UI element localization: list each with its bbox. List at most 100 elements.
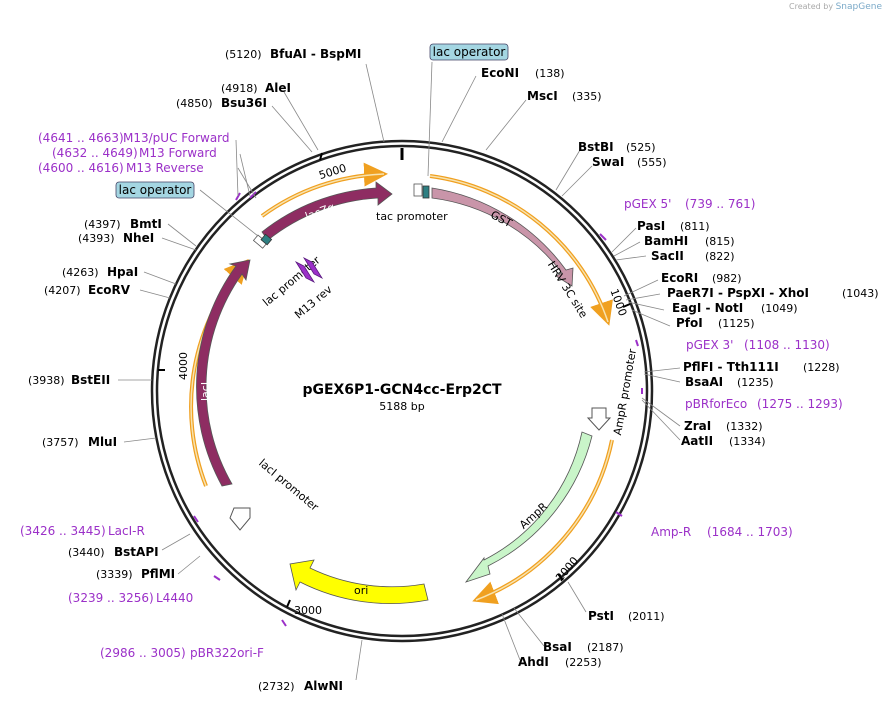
primer-pgex5[interactable]: pGEX 5' <box>624 197 671 211</box>
enzyme-bsai[interactable]: BsaI <box>543 640 572 654</box>
orf-arc-ampr-inner <box>475 439 613 601</box>
plasmid-length: 5188 bp <box>379 400 424 413</box>
backbone-inner <box>155 144 649 638</box>
enzyme-bsu36i[interactable]: Bsu36I <box>221 96 267 110</box>
primer-ampr[interactable]: Amp-R <box>651 525 691 539</box>
enzyme-sacii[interactable]: SacII <box>651 249 684 263</box>
enzyme-pos-ahdi: (2253) <box>565 656 602 669</box>
primer-pbr322ori[interactable]: pBR322ori-F <box>190 646 264 660</box>
primer-laci-r[interactable]: LacI-R <box>108 524 145 538</box>
enzyme-pfoi[interactable]: PfoI <box>676 316 703 330</box>
enzyme-pos-psti: (2011) <box>628 610 665 623</box>
enzyme-bsteii[interactable]: BstEII <box>71 373 110 387</box>
primer-pgex3[interactable]: pGEX 3' <box>686 338 733 352</box>
tick-3000: 3000 <box>294 604 322 617</box>
enzyme-pos-nhei: (4393) <box>78 232 115 245</box>
backbone-outer <box>150 139 654 643</box>
enzyme-pos-ecori: (982) <box>712 272 742 285</box>
enzyme-pos-ecorv: (4207) <box>44 284 81 297</box>
enzyme-msci[interactable]: MscI <box>527 89 558 103</box>
enzyme-pos-xhoi: (1043) <box>842 287 879 300</box>
lacz-feature[interactable] <box>261 181 393 241</box>
lac-operator-left-label: lac operator <box>119 183 192 197</box>
tac-promoter-mark[interactable] <box>413 183 423 197</box>
enzyme-alwni[interactable]: AlwNI <box>304 679 343 693</box>
enzyme-mlui[interactable]: MluI <box>88 435 117 449</box>
enzyme-ecori[interactable]: EcoRI <box>661 271 698 285</box>
m13-rev-label: M13 rev <box>292 283 335 322</box>
lac-operator-top-label: lac operator <box>433 45 506 59</box>
plasmid-name: pGEX6P1-GCN4cc-Erp2CT <box>302 382 502 398</box>
enzyme-pos-bfuai: (5120) <box>225 48 262 61</box>
enzyme-noti[interactable]: EagI - NotI <box>672 301 743 315</box>
ori-feature[interactable] <box>289 559 429 604</box>
enzyme-pos-sacii: (822) <box>705 250 735 263</box>
enzyme-swai[interactable]: SwaI <box>592 155 624 169</box>
enzyme-pflmi[interactable]: PflMI <box>141 567 175 581</box>
tick-1000-mark <box>622 303 631 308</box>
enzyme-pasi[interactable]: PasI <box>637 219 665 233</box>
ampr-promoter-label: AmpR promoter <box>611 347 639 436</box>
enzyme-pos-pfoi: (1125) <box>718 317 755 330</box>
created-by-badge: Created by SnapGene <box>789 2 882 12</box>
enzyme-bstapi[interactable]: BstAPI <box>114 545 159 559</box>
primer-mark-pbr322ori <box>281 619 287 627</box>
enzyme-econi[interactable]: EcoNI <box>481 66 519 80</box>
tick-4000: 4000 <box>177 352 190 380</box>
enzyme-alei[interactable]: AleI <box>265 81 291 95</box>
enzyme-tth111i[interactable]: PflFI - Tth111I <box>683 360 779 374</box>
gst-feature[interactable] <box>431 187 574 287</box>
primer-mark-laci-r <box>193 515 199 523</box>
enzyme-bamhi[interactable]: BamHI <box>644 234 688 248</box>
enzyme-pos-bsteii: (3938) <box>28 374 65 387</box>
enzyme-pos-swai: (555) <box>637 156 667 169</box>
enzyme-pos-econi: (138) <box>535 67 565 80</box>
enzyme-pos-bmti: (4397) <box>84 218 121 231</box>
m13-rev-arrow-2[interactable] <box>302 257 324 279</box>
enzyme-ahdi[interactable]: AhdI <box>518 655 549 669</box>
lac-operator-left-box[interactable] <box>115 181 195 199</box>
primer-mark-pgex3 <box>635 339 639 347</box>
primer-mark-m13 <box>249 191 257 199</box>
enzyme-pos-tth111i: (1228) <box>803 361 840 374</box>
primer-m13fwd[interactable]: M13 Forward <box>139 146 217 160</box>
enzyme-pos-hpai: (4263) <box>62 266 99 279</box>
lac-operator-mark-top[interactable] <box>422 185 430 199</box>
enzyme-bfuai[interactable]: BfuAI - BspMI <box>270 47 361 61</box>
enzyme-pos-bsai: (2187) <box>587 641 624 654</box>
enzyme-psti[interactable]: PstI <box>588 609 614 623</box>
primer-range-laci-r: (3426 .. 3445) <box>20 524 106 538</box>
enzyme-bstbi[interactable]: BstBI <box>578 140 614 154</box>
enzyme-hpai[interactable]: HpaI <box>107 265 138 279</box>
primer-range-ampr: (1684 .. 1703) <box>707 525 793 539</box>
laci-feature[interactable] <box>196 259 251 487</box>
primer-l4440[interactable]: L4440 <box>156 591 193 605</box>
gst-label: GST <box>488 208 514 230</box>
laci-promoter-arrow[interactable] <box>229 507 251 531</box>
enzyme-xhoi[interactable]: PaeR7I - PspXI - XhoI <box>667 286 809 300</box>
primer-range-m13puc: (4641 .. 4663) <box>38 131 124 145</box>
m13-rev-arrow-1[interactable] <box>294 261 316 283</box>
snapgene-logo: SnapGene <box>835 2 882 12</box>
lac-operator-top-box[interactable] <box>429 43 509 61</box>
enzyme-pos-alei: (4918) <box>221 82 258 95</box>
enzyme-ecorv[interactable]: EcoRV <box>88 283 131 297</box>
primer-range-m13rev: (4600 .. 4616) <box>38 161 124 175</box>
enzyme-bmti[interactable]: BmtI <box>130 217 162 231</box>
primer-m13puc[interactable]: M13/pUC Forward <box>123 131 230 145</box>
ampr-feature[interactable] <box>464 431 593 583</box>
enzyme-zrai[interactable]: ZraI <box>684 419 711 433</box>
lac-operator-mark-left[interactable] <box>260 233 273 246</box>
enzyme-nhei[interactable]: NheI <box>123 231 154 245</box>
enzyme-aatii[interactable]: AatII <box>681 434 713 448</box>
enzyme-pos-msci: (335) <box>572 90 602 103</box>
ampr-promoter-arrow[interactable] <box>586 407 612 431</box>
tick-5000-mark <box>319 152 323 161</box>
primer-mark-l4440 <box>213 575 221 581</box>
enzyme-bsaai[interactable]: BsaAI <box>685 375 723 389</box>
tick-3000-mark <box>286 599 291 608</box>
primer-m13rev[interactable]: M13 Reverse <box>126 161 204 175</box>
primer-pbrforeco[interactable]: pBRforEco <box>685 397 747 411</box>
orf-arc-lacz-inner <box>261 173 385 217</box>
